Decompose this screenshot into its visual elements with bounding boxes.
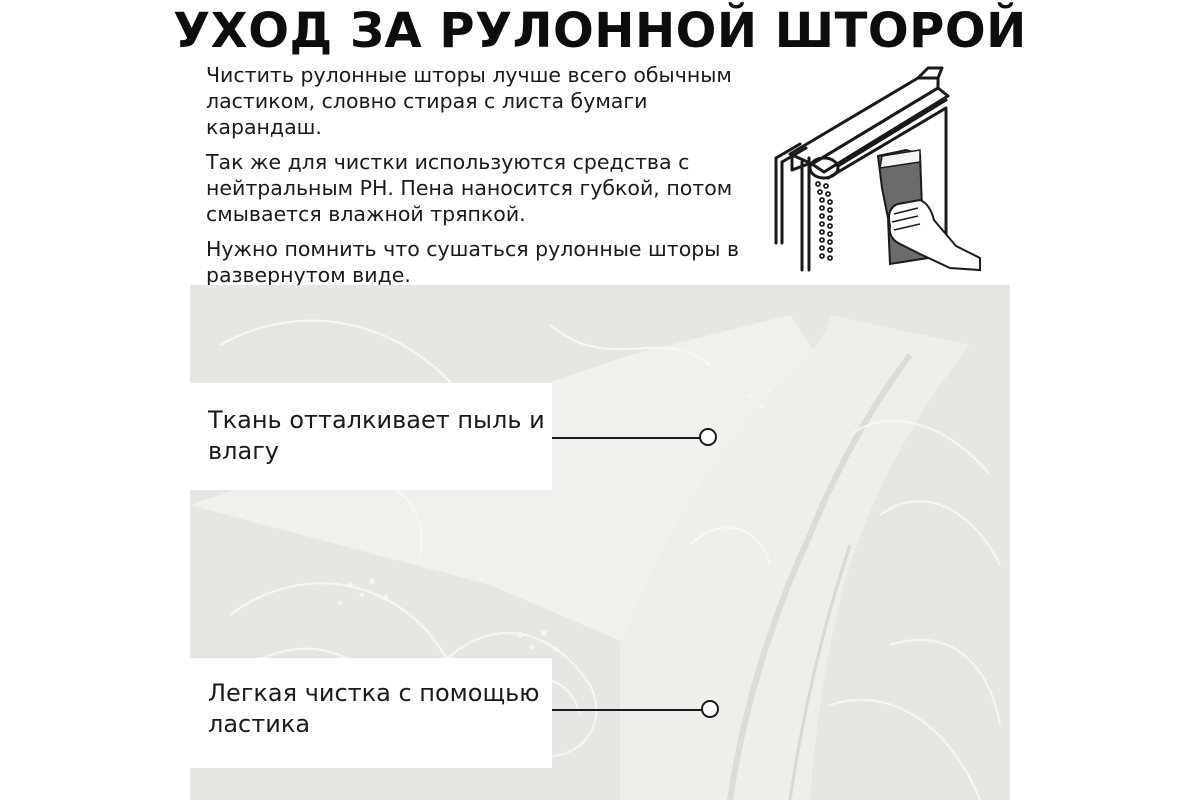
instruction-paragraph-eraser: Чистить рулонные шторы лучше всего обычн… xyxy=(206,63,732,139)
roller-blind-cleaning-icon xyxy=(770,58,985,280)
care-instructions: Чистить рулонные шторы лучше всего обычн… xyxy=(206,62,766,297)
callout-dust-moisture: Ткань отталкивает пыль и влагу xyxy=(190,383,552,490)
page-title: УХОД ЗА РУЛОННОЙ ШТОРОЙ xyxy=(173,3,1027,59)
callout-dust-moisture-dot xyxy=(699,428,717,446)
callout-eraser-cleaning: Легкая чистка с помощью ластика xyxy=(190,658,552,768)
callout-eraser-cleaning-line xyxy=(552,709,702,711)
callout-dust-moisture-line xyxy=(552,437,700,439)
callout-dust-moisture-text: Ткань отталкивает пыль и влагу xyxy=(208,406,545,465)
instruction-paragraph-drying: Нужно помнить что сушаться рулонные штор… xyxy=(206,237,740,287)
instruction-paragraph-neutral-ph: Так же для чистки используются средства … xyxy=(206,150,733,226)
callout-eraser-cleaning-text: Легкая чистка с помощью ластика xyxy=(208,679,540,738)
fabric-roll-photo xyxy=(190,285,1010,801)
callout-eraser-cleaning-dot xyxy=(701,700,719,718)
